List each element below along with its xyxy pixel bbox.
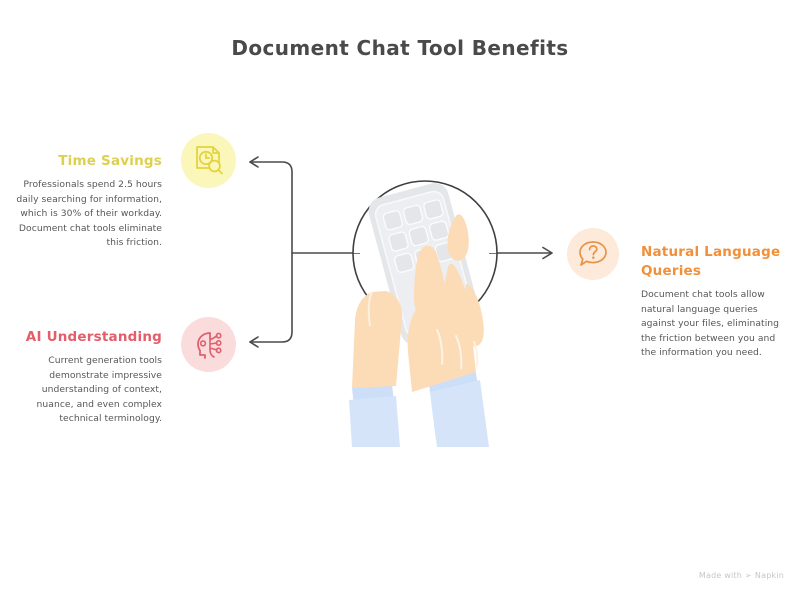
- arrow-to-ai-understanding: [249, 252, 293, 343]
- phone-shell: [368, 183, 481, 345]
- arrowhead-ai-understanding: [249, 336, 259, 348]
- arrowhead-time-savings: [249, 156, 259, 168]
- benefit-heading-natural-language: Natural Language Queries: [641, 244, 781, 279]
- arrow-to-time-savings: [249, 161, 293, 254]
- sleeve-right: [430, 380, 489, 447]
- hand-right-palm: [407, 291, 476, 392]
- finger-thumb: [447, 214, 469, 261]
- napkin-logo-icon: ➢: [745, 570, 752, 580]
- benefit-body-time-savings: Professionals spend 2.5 hours daily sear…: [16, 179, 162, 249]
- head-neural-network-icon: [196, 331, 222, 359]
- sleeve-left-cuff: [352, 384, 398, 440]
- hand-left: [352, 291, 403, 388]
- arrowhead-natural-language: [542, 246, 553, 260]
- phone-device: [368, 183, 481, 345]
- finger-middle: [443, 263, 470, 337]
- phone-screen: [374, 190, 475, 338]
- badge-natural-language: [567, 228, 619, 280]
- sleeve-left: [349, 396, 400, 447]
- hand-left-crease: [367, 291, 373, 327]
- benefit-block-natural-language: Natural Language Queries Document chat t…: [641, 243, 791, 361]
- phone-app-grid: [382, 199, 456, 274]
- benefit-heading-ai-understanding: AI Understanding: [25, 329, 162, 345]
- benefit-block-time-savings: Time Savings Professionals spend 2.5 hou…: [10, 152, 162, 251]
- finger-ring: [461, 284, 484, 347]
- document-search-clock-icon: [195, 145, 223, 174]
- sleeve-right-cuff: [428, 362, 486, 440]
- made-with-napkin-watermark[interactable]: Made with ➢ Napkin: [699, 571, 784, 580]
- benefit-body-natural-language: Document chat tools allow natural langua…: [641, 289, 780, 359]
- badge-time-savings: [181, 133, 236, 188]
- hand-right-creases: [436, 329, 479, 369]
- circle-outline-lower: [352, 253, 498, 326]
- footer-brand-label: Napkin: [754, 571, 784, 580]
- badge-ai-understanding: [181, 317, 236, 372]
- page-title: Document Chat Tool Benefits: [231, 36, 569, 60]
- speech-bubble-question-icon: [579, 241, 607, 266]
- benefit-body-ai-understanding: Current generation tools demonstrate imp…: [36, 355, 162, 425]
- finger-index: [414, 245, 448, 332]
- benefit-heading-time-savings: Time Savings: [58, 153, 162, 169]
- benefit-block-ai-understanding: AI Understanding Current generation tool…: [10, 328, 162, 427]
- circle-outline-upper: [352, 180, 498, 253]
- footer-made-with-label: Made with: [698, 571, 742, 580]
